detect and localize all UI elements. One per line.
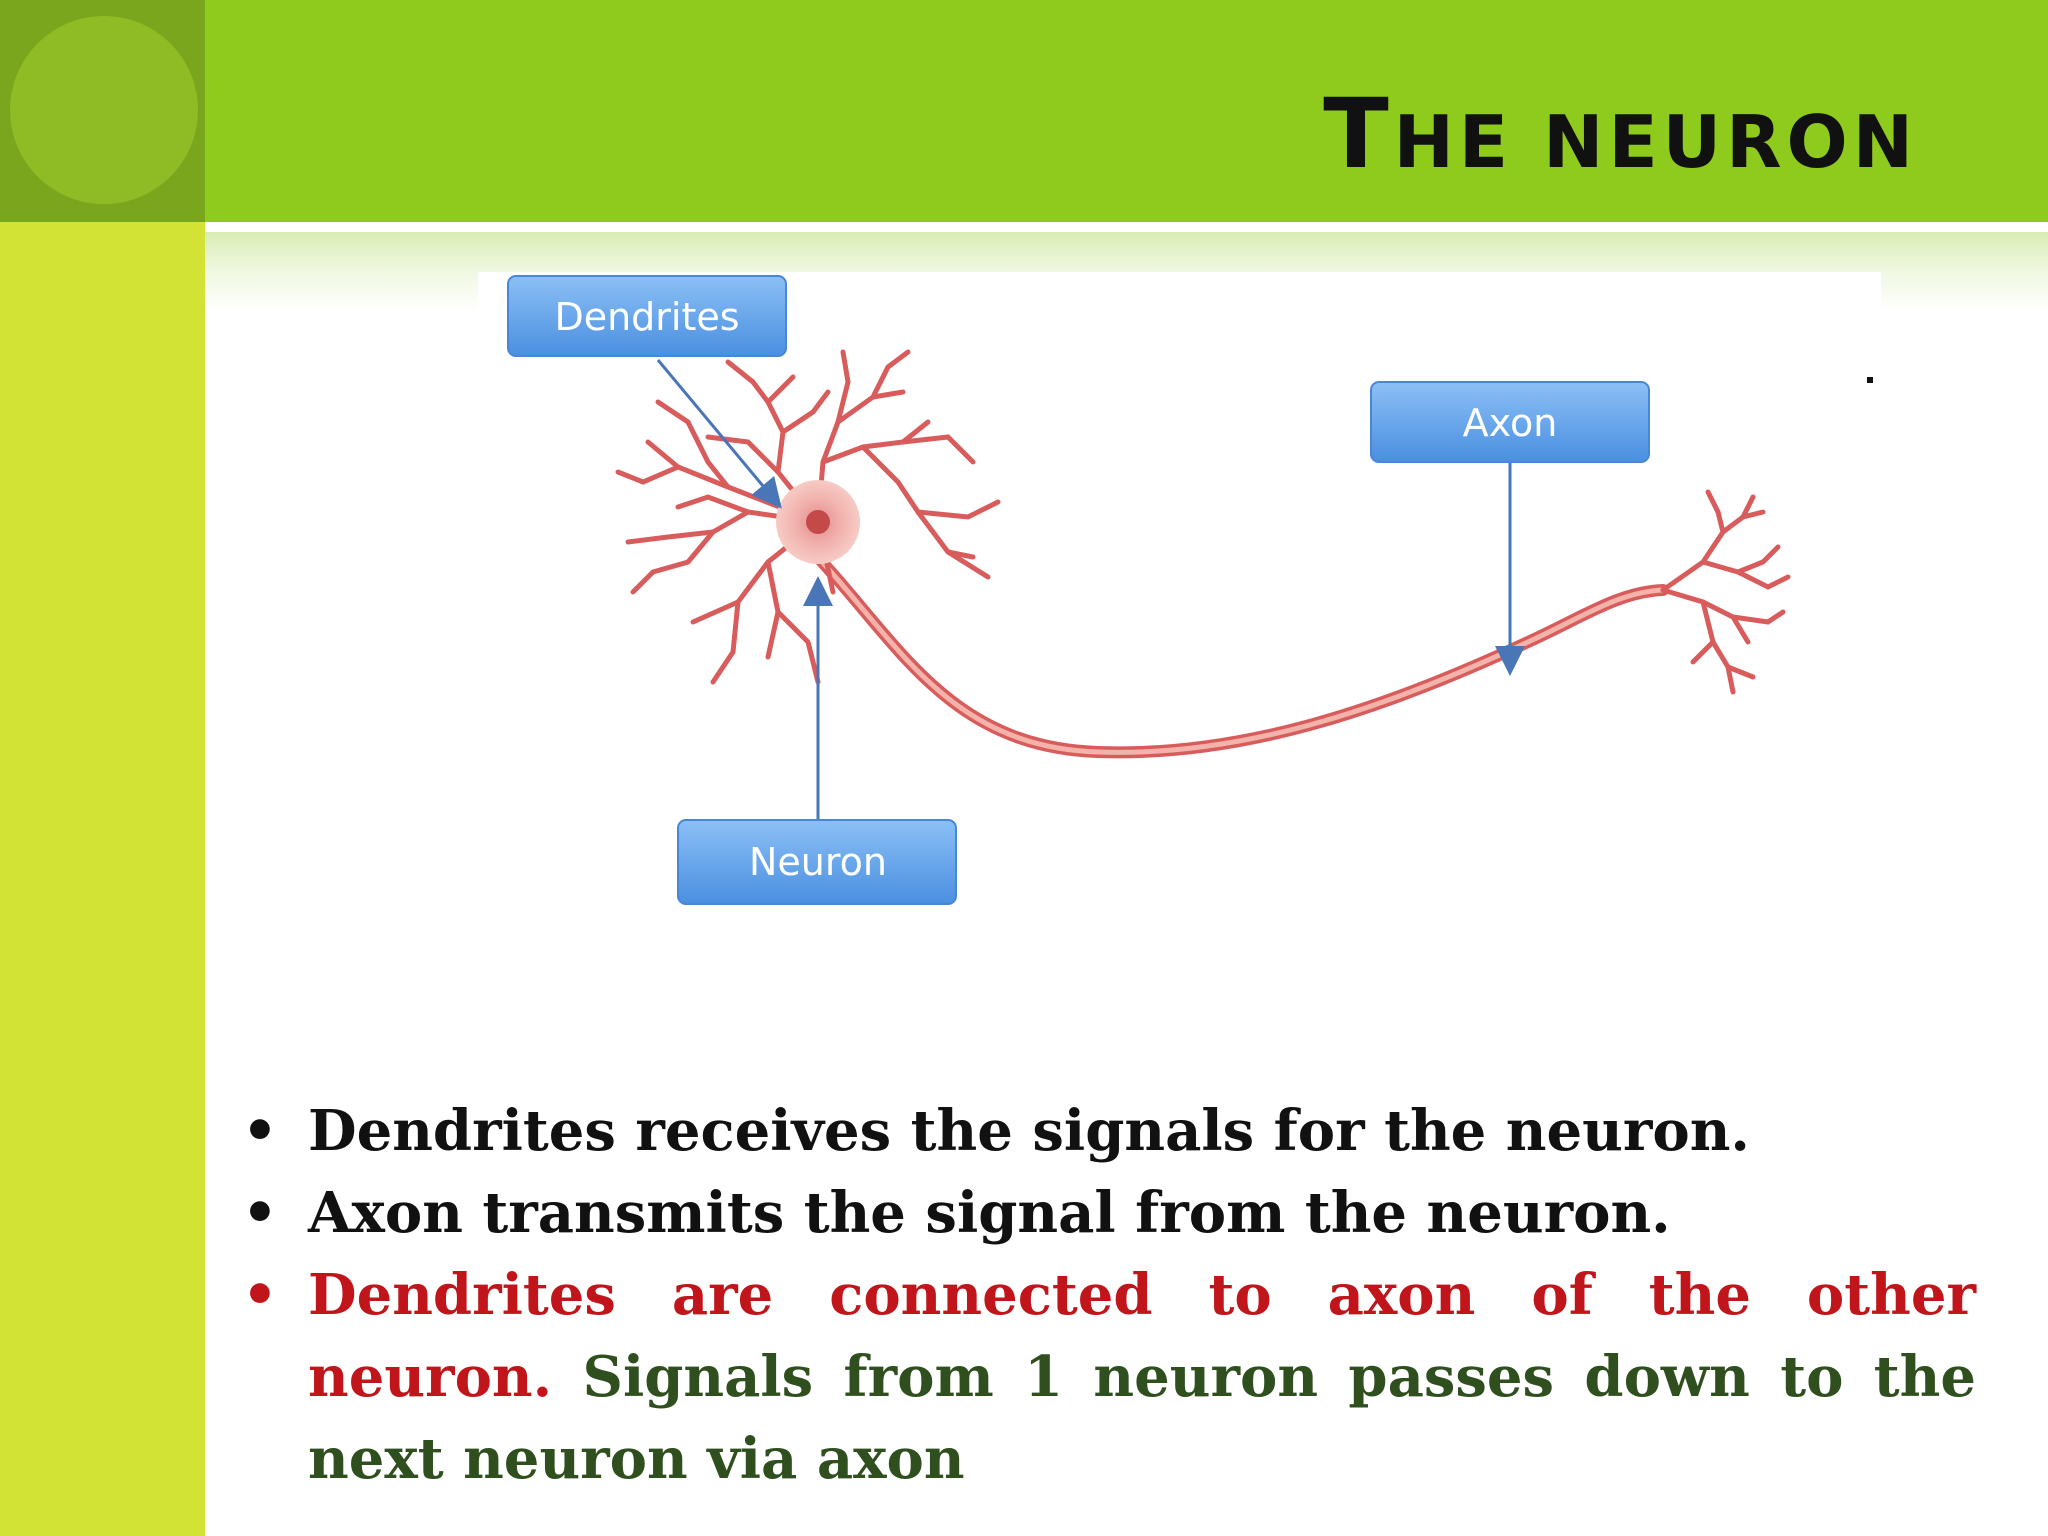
title-initial: T — [1323, 78, 1394, 190]
neuron-nucleus — [806, 510, 830, 534]
bullet-symbol: • — [242, 1098, 278, 1164]
slide-title: THE NEURON — [1323, 86, 1918, 182]
bullet-text: Axon transmits the signal from the neuro… — [308, 1180, 1671, 1246]
left-sidebar-bar — [0, 222, 205, 1536]
header-bar — [205, 0, 2048, 222]
corner-circle-decoration — [10, 16, 198, 204]
neuron-diagram: Dendrites Axon Neuron — [478, 272, 1881, 960]
neuron-label-box: Neuron — [677, 819, 957, 905]
axon-terminal — [1660, 489, 1791, 695]
bullet-item-dendrites: • Dendrites receives the signals for the… — [238, 1090, 1976, 1172]
neuron-diagram-svg: Dendrites Axon Neuron — [507, 275, 1791, 905]
dendrites-branches — [615, 349, 1001, 685]
corner-block — [0, 0, 205, 222]
header-divider — [205, 222, 2048, 232]
axon-fiber — [807, 546, 1669, 759]
dendrites-label: Dendrites — [554, 295, 739, 339]
axon-label: Axon — [1463, 401, 1558, 445]
dendrites-arrow — [656, 359, 782, 509]
bullet-item-axon: • Axon transmits the signal from the neu… — [238, 1172, 1976, 1254]
bullet-text: Dendrites receives the signals for the n… — [308, 1098, 1750, 1164]
bullet-text-continuation: Signals from 1 neuron passes down to the… — [308, 1344, 1977, 1492]
bullet-item-connection: • Dendrites are connected to axon of the… — [238, 1254, 1976, 1500]
axon-label-box: Axon — [1370, 381, 1650, 463]
title-rest: HE NEURON — [1393, 100, 1918, 184]
bullet-list: • Dendrites receives the signals for the… — [238, 1090, 1976, 1500]
stray-dot — [1867, 377, 1873, 383]
bullet-text-highlight: Dendrites are connected to axon of the o… — [308, 1262, 1976, 1410]
bullet-symbol: • — [242, 1180, 278, 1246]
bullet-symbol: • — [242, 1262, 278, 1328]
neuron-label: Neuron — [749, 840, 887, 884]
dendrites-label-box: Dendrites — [507, 275, 787, 357]
